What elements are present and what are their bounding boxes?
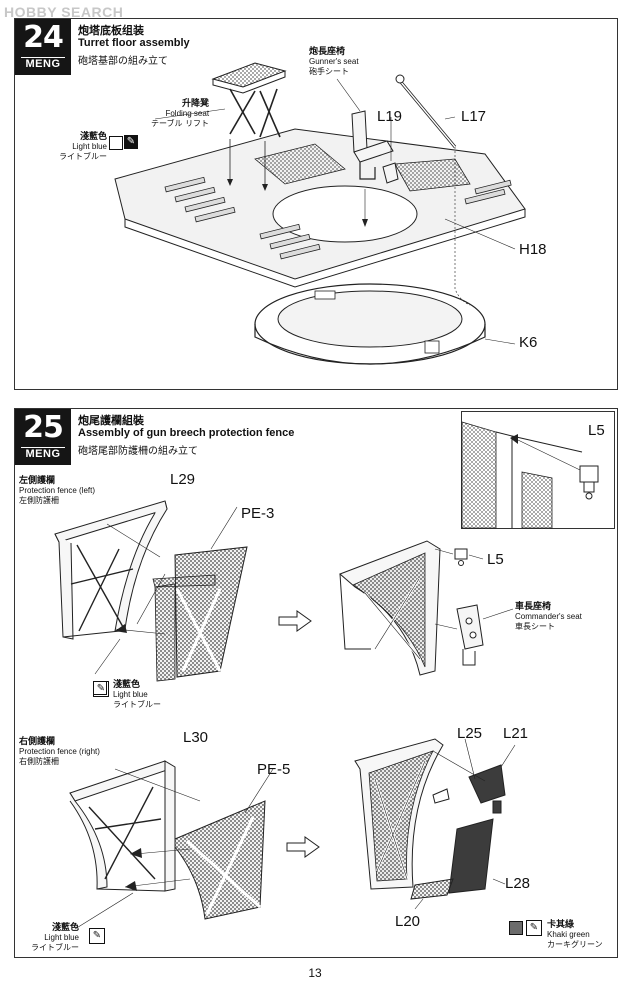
khaki-green-cn: 卡其綠 [547, 920, 575, 930]
hobby-search-watermark: HOBBY SEARCH [4, 4, 124, 20]
commanders-seat-en: Commander's seat [515, 612, 582, 621]
fence-left-en: Protection fence (left) [19, 486, 96, 495]
fence-right-cn: 右側護欄 [19, 737, 56, 747]
paint-light-blue-cn: 淺藍色 [79, 132, 107, 142]
part-label-l19: L19 [377, 108, 403, 125]
step-24-title-jp: 砲塔基部の組み立て [78, 56, 168, 67]
part-label-l29: L29 [170, 471, 196, 488]
folding-seat-label: 升降凳 Folding seat テーブル リフト [151, 96, 209, 129]
gunners-seat-label: 炮長座椅 Gunner's seat 砲手シート [309, 44, 359, 77]
paint-brush-icon-3: ✎ [526, 920, 542, 936]
step-24-panel: 24 MENG 炮塔底板组装 Turret floor assembly 砲塔基… [14, 18, 618, 390]
step-25-title-cn: 炮尾護欄組裝 [78, 414, 144, 427]
part-label-l30: L30 [183, 729, 209, 746]
part-label-h18: H18 [519, 241, 547, 258]
folding-seat-cn: 升降凳 [182, 99, 210, 109]
paint-light-blue-1-cn: 淺藍色 [113, 680, 141, 690]
step-24-brand-logo: MENG [21, 57, 65, 70]
khaki-green-en: Khaki green [547, 930, 590, 939]
part-label-l5: L5 [487, 551, 504, 568]
commanders-seat-cn: 車長座椅 [515, 602, 552, 612]
part-label-l25: L25 [457, 725, 483, 742]
paint-brush-icon-2: ✎ [89, 928, 105, 944]
part-label-l28: L28 [505, 875, 531, 892]
step-25-title-jp: 砲塔尾部防護柵の組み立て [78, 446, 198, 457]
light-blue-swatch [109, 136, 123, 150]
step-25-number: 25 [23, 410, 64, 445]
commanders-seat-jp: 車長シート [515, 622, 555, 631]
folding-seat-jp: テーブル リフト [151, 119, 210, 128]
fence-left-cn: 左側護欄 [19, 476, 56, 486]
part-label-pe3: PE-3 [241, 505, 275, 522]
part-label-l5-inset: L5 [588, 422, 605, 439]
paint-light-blue-jp: ライトブルー [59, 152, 107, 161]
inset-fence-detail [461, 421, 599, 529]
paint-callout-light-blue-2: 淺藍色 Light blue ライトブルー [31, 920, 79, 953]
fence-right-label: 右側護欄 Protection fence (right) 右側防護柵 [19, 734, 100, 767]
paint-light-blue-1-en: Light blue [113, 690, 148, 699]
part-label-k6: K6 [519, 334, 538, 351]
step-25-brand-logo: MENG [21, 447, 65, 460]
step-24-number: 24 [23, 20, 64, 55]
fence-right-jp: 右側防護柵 [19, 757, 59, 766]
paint-light-blue-en: Light blue [72, 142, 107, 151]
fence-left-label: 左側護欄 Protection fence (left) 左側防護柵 [19, 473, 95, 506]
part-label-l21: L21 [503, 725, 529, 742]
step-25-panel: 25 MENG 炮尾護欄組裝 Assembly of gun breech pr… [14, 408, 618, 958]
paint-brush-icon: ✎ [124, 135, 138, 149]
breech-fence-diagram [54, 500, 516, 930]
paint-light-blue-2-en: Light blue [44, 933, 79, 942]
part-label-l20: L20 [395, 913, 421, 930]
fence-left-jp: 左側防護柵 [19, 496, 59, 505]
step-24-title-en: Turret floor assembly [78, 37, 190, 49]
turret-floor-diagram [114, 62, 526, 365]
paint-callout-light-blue-1: 淺藍色 Light blue ライトブルー [113, 677, 161, 710]
page-number: 13 [308, 966, 322, 980]
folding-seat-en: Folding seat [165, 109, 210, 118]
gunners-seat-en: Gunner's seat [309, 57, 359, 66]
gunners-seat-cn: 炮長座椅 [309, 47, 346, 57]
part-label-l17: L17 [461, 108, 487, 125]
step-25-title-en: Assembly of gun breech protection fence [78, 427, 295, 439]
step-25-badge: 25 MENG [15, 409, 71, 465]
paint-brush-icon-1: ✎ [93, 681, 109, 697]
paint-light-blue-2-cn: 淺藍色 [51, 923, 79, 933]
paint-callout-light-blue: 淺藍色 Light blue ライトブルー [59, 129, 107, 162]
commanders-seat-label: 車長座椅 Commander's seat 車長シート [515, 599, 582, 632]
paint-light-blue-1-jp: ライトブルー [113, 700, 161, 709]
khaki-green-swatch [509, 921, 523, 935]
step-24-title-cn: 炮塔底板组装 [78, 24, 144, 37]
paint-callout-khaki-green: 卡其綠 Khaki green カーキグリーン [547, 917, 603, 950]
part-label-pe5: PE-5 [257, 761, 291, 778]
paint-light-blue-2-jp: ライトブルー [31, 943, 79, 952]
step-24-badge: 24 MENG [15, 19, 71, 75]
fence-right-en: Protection fence (right) [19, 747, 100, 756]
khaki-green-jp: カーキグリーン [547, 940, 603, 949]
gunners-seat-jp: 砲手シート [309, 67, 349, 76]
inset-detail-box: L5 [461, 411, 615, 529]
